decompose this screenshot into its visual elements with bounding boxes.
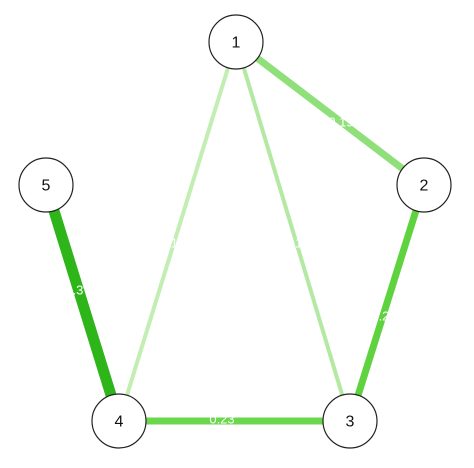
node-2: 2 bbox=[396, 157, 452, 213]
edge-label-5-4: 0.37 bbox=[65, 283, 90, 298]
node-5: 5 bbox=[18, 157, 74, 213]
node-label-4: 4 bbox=[115, 414, 124, 431]
node-3: 3 bbox=[322, 393, 378, 449]
edge-1-3 bbox=[234, 41, 352, 422]
edge-label-1-4: 0.11 bbox=[160, 236, 184, 251]
node-circle-1 bbox=[208, 14, 264, 70]
edge-label-4-3: 0.23 bbox=[209, 412, 234, 427]
nodes-layer: 1 2 3 4 5 bbox=[18, 14, 452, 449]
edge-label-1-2: 0.19 bbox=[328, 115, 353, 130]
edge-label-1-3: 0.13 bbox=[284, 236, 309, 251]
node-label-3: 3 bbox=[346, 414, 355, 431]
edge-5-4 bbox=[40, 183, 125, 423]
node-circle-4 bbox=[91, 393, 147, 449]
node-label-1: 1 bbox=[232, 35, 241, 52]
edge-1-4 bbox=[117, 41, 238, 422]
node-1: 1 bbox=[208, 14, 264, 70]
node-4: 4 bbox=[91, 393, 147, 449]
node-circle-2 bbox=[396, 157, 452, 213]
edge-2-3 bbox=[346, 183, 428, 423]
edges-layer bbox=[40, 39, 428, 425]
node-label-2: 2 bbox=[420, 178, 429, 195]
edge-label-2-3: 0.25 bbox=[371, 309, 396, 324]
node-circle-5 bbox=[18, 157, 74, 213]
edge-labels-layer: 0.19 0.11 0.13 0.25 0.23 0.37 bbox=[65, 115, 396, 427]
node-circle-3 bbox=[322, 393, 378, 449]
node-label-5: 5 bbox=[42, 178, 51, 195]
edge-1-2 bbox=[233, 39, 427, 188]
